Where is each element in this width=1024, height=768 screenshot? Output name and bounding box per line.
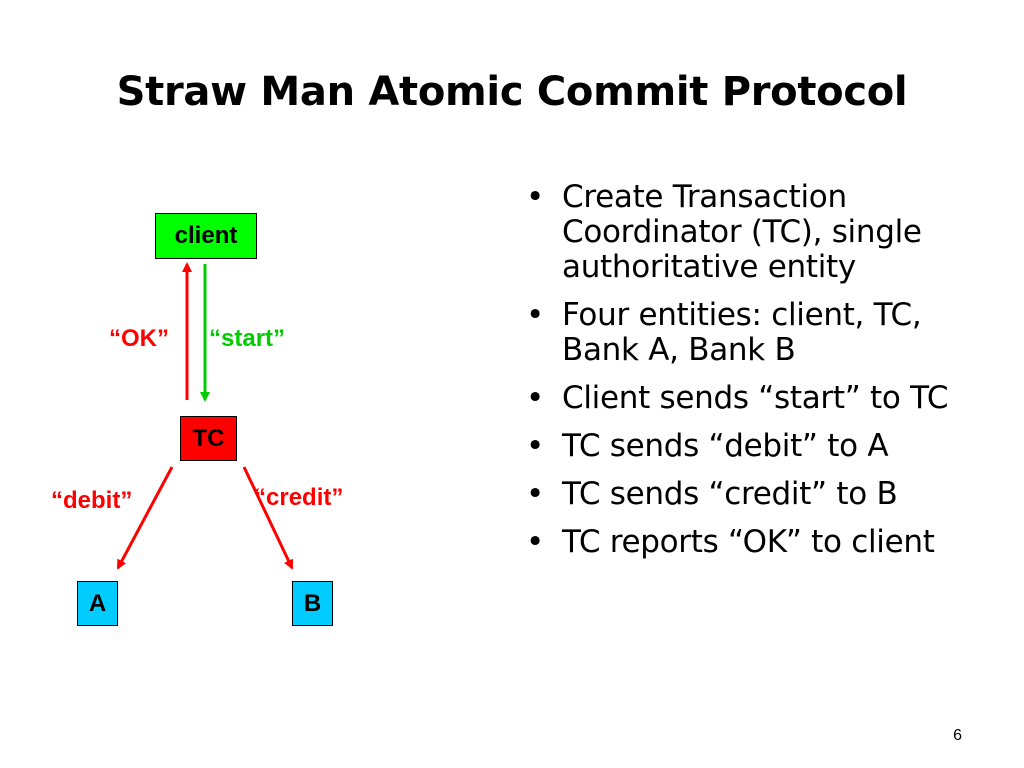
bullet-icon: • xyxy=(526,380,544,416)
bullet-item: • Four entities: client, TC, Bank A, Ban… xyxy=(524,298,1004,368)
bank-b-node-label: B xyxy=(303,589,322,617)
bullet-item: • TC reports “OK” to client xyxy=(524,525,1004,560)
credit-edge-label: “credit” xyxy=(254,484,344,511)
client-node: client xyxy=(155,213,257,259)
debit-edge-label: “debit” xyxy=(51,487,133,514)
bullet-icon: • xyxy=(526,297,544,333)
bank-b-node: B xyxy=(292,581,333,626)
bank-a-node: A xyxy=(77,581,118,626)
bullet-text: TC reports “OK” to client xyxy=(562,524,935,560)
bullet-item: • Client sends “start” to TC xyxy=(524,381,1004,416)
bullet-item: • Create Transaction Coordinator (TC), s… xyxy=(524,180,1004,285)
bullet-item: • TC sends “credit” to B xyxy=(524,477,1004,512)
bullet-text: TC sends “credit” to B xyxy=(562,476,898,512)
bullet-text: Client sends “start” to TC xyxy=(562,380,949,416)
bullet-list: • Create Transaction Coordinator (TC), s… xyxy=(524,180,1004,573)
tc-node: TC xyxy=(180,416,237,461)
page-number: 6 xyxy=(953,727,962,744)
slide-title: Straw Man Atomic Commit Protocol xyxy=(116,69,908,115)
bullet-icon: • xyxy=(526,524,544,560)
bullet-icon: • xyxy=(526,428,544,464)
debit-arrow xyxy=(116,466,174,570)
bullet-item: • TC sends “debit” to A xyxy=(524,429,1004,464)
bullet-text: Four entities: client, TC, Bank A, Bank … xyxy=(562,297,922,368)
bullet-icon: • xyxy=(526,476,544,512)
credit-arrow xyxy=(242,466,294,570)
bullet-icon: • xyxy=(526,179,544,215)
tc-node-label: TC xyxy=(192,424,225,452)
bullet-text: Create Transaction Coordinator (TC), sin… xyxy=(562,179,922,285)
bank-a-node-label: A xyxy=(88,589,107,617)
client-node-label: client xyxy=(174,222,238,249)
start-edge-label: “start” xyxy=(209,325,286,352)
ok-edge-label: “OK” xyxy=(109,325,169,352)
bullet-text: TC sends “debit” to A xyxy=(562,428,889,464)
